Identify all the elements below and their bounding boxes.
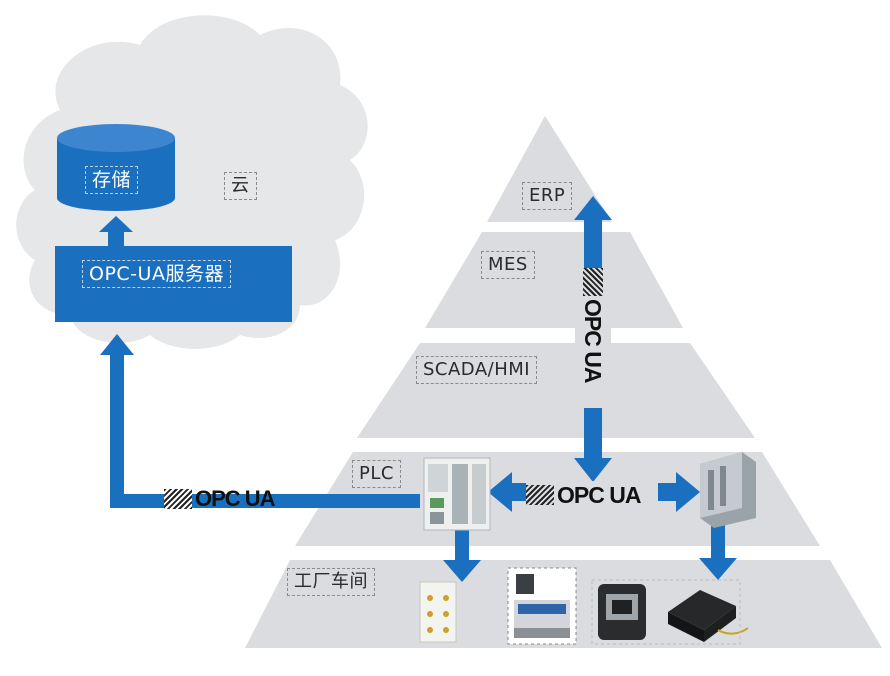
- factory-sensor-block-icon: [668, 590, 749, 642]
- factory-gauge-device-icon: [598, 584, 646, 640]
- server-to-storage-arrow: [99, 216, 133, 248]
- factory-motor-terminal-icon: [507, 567, 577, 645]
- opc-ua-logo-swoosh: [164, 489, 192, 509]
- pyramid-level-erp: [487, 116, 612, 222]
- storage-label: 存储: [85, 166, 139, 194]
- pyramid-level-scada: [357, 343, 755, 438]
- storage-cylinder: [57, 124, 175, 211]
- level-label-scada: SCADA/HMI: [416, 356, 538, 384]
- opc-ua-logo-vertical: OPC UA: [575, 268, 611, 408]
- cloud-label: 云: [224, 172, 257, 200]
- level-label-plc: PLC: [352, 460, 401, 488]
- down-arrow-right: [699, 524, 737, 580]
- down-arrow-left: [443, 526, 481, 582]
- factory-io-module-icon: [419, 581, 457, 643]
- level-label-mes: MES: [481, 251, 535, 279]
- opcua-server-box: [55, 246, 292, 322]
- plc-device-icon: [423, 457, 491, 531]
- opc-ua-logo-swoosh: [583, 268, 603, 296]
- opc-ua-logo-swoosh: [526, 485, 554, 505]
- pyramid-level-mes: [425, 232, 683, 328]
- level-label-erp: ERP: [522, 182, 573, 210]
- opc-ua-logo-left: OPC UA: [164, 486, 292, 512]
- controller-device-icon: [700, 452, 756, 528]
- opc-ua-logo-center: OPC UA: [526, 481, 658, 509]
- factory-devices-frame: [591, 579, 741, 645]
- opcua-server-label: OPC-UA服务器: [82, 260, 231, 288]
- level-label-factory: 工厂车间: [287, 568, 375, 596]
